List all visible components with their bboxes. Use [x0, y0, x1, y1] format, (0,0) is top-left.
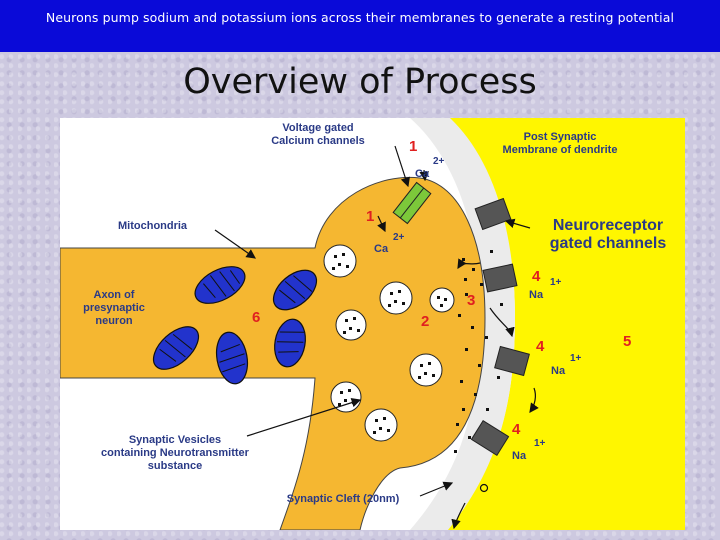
- pointer-line: [419, 169, 429, 182]
- pointer-line: [504, 218, 531, 229]
- ion-charge: 1+: [570, 353, 582, 364]
- synaptic-vesicle: [323, 244, 357, 278]
- neuroreceptor-channel: [470, 420, 510, 456]
- mitochondria-label: Mitochondria: [118, 220, 188, 232]
- pointer-line: [377, 215, 386, 233]
- vesicles-label-2: containing Neurotransmitter: [101, 447, 250, 459]
- transmitter-recycle: [479, 483, 489, 493]
- step-number: 4: [532, 268, 541, 285]
- flow-arrow: [457, 258, 481, 270]
- step-number: 2: [421, 313, 429, 330]
- calcium-channel: [392, 181, 432, 225]
- mitochondrion: [272, 269, 318, 311]
- step-number: 1: [409, 138, 417, 155]
- ion-charge: 2+: [393, 232, 405, 243]
- axon-label-2: presynaptic: [83, 302, 145, 314]
- pointer-line: [214, 229, 256, 259]
- post-synaptic-label-2: Membrane of dendrite: [503, 144, 618, 156]
- ion-label: Na: [529, 289, 544, 301]
- step-number: 4: [536, 338, 545, 355]
- slide-banner: Neurons pump sodium and potassium ions a…: [0, 0, 720, 52]
- step-number: 6: [252, 309, 260, 326]
- step-number: 1: [366, 208, 374, 225]
- ion-charge: 1+: [534, 438, 546, 449]
- neuroreceptor-label-2: gated channels: [550, 235, 667, 252]
- synaptic-cleft-label: Synaptic Cleft (20nm): [287, 493, 400, 505]
- ion-charge: 1+: [550, 277, 562, 288]
- neurotransmitter-dots: [454, 250, 503, 453]
- ion-label: Na: [551, 365, 566, 377]
- step-number: 4: [512, 421, 521, 438]
- synaptic-vesicle: [379, 281, 413, 315]
- synaptic-vesicle: [335, 309, 367, 341]
- ion-label: Na: [512, 450, 527, 462]
- synaptic-vesicle: [409, 353, 443, 387]
- vesicles-label-3: substance: [148, 460, 202, 472]
- neuroreceptor-label-1: Neuroreceptor: [553, 217, 663, 234]
- flow-arrow: [451, 502, 466, 530]
- mitochondrion: [215, 331, 249, 385]
- mitochondrion: [152, 326, 200, 370]
- voltage-gated-label-1: Voltage gated: [282, 122, 353, 134]
- neuroreceptor-channel: [494, 345, 530, 377]
- ion-label: Ca: [415, 168, 430, 180]
- pointer-line: [419, 481, 454, 497]
- banner-text: Neurons pump sodium and potassium ions a…: [45, 10, 675, 25]
- mitochondrion: [274, 318, 306, 368]
- neuroreceptor-channel: [482, 263, 518, 293]
- voltage-gated-label-2: Calcium channels: [271, 135, 365, 147]
- pointer-line: [246, 397, 362, 437]
- synaptic-vesicle: [364, 408, 398, 442]
- flow-arrow: [489, 307, 515, 338]
- step-number: 5: [623, 333, 631, 350]
- slide-title: Overview of Process: [183, 62, 537, 102]
- flow-arrow: [529, 387, 539, 413]
- pointer-line: [394, 145, 410, 188]
- ion-charge: 2+: [433, 156, 445, 167]
- axon-label-3: neuron: [95, 315, 133, 327]
- mitochondrion: [194, 266, 246, 304]
- post-synaptic-label-1: Post Synaptic: [524, 131, 597, 143]
- neuroreceptor-channel: [474, 197, 512, 231]
- pointer-lines: [214, 145, 539, 530]
- synapse-diagram: Voltage gated Calcium channels Post Syna…: [60, 118, 685, 530]
- axon-label-1: Axon of: [94, 289, 135, 301]
- ion-label: Ca: [374, 243, 389, 255]
- step-number: 3: [467, 292, 475, 309]
- vesicles-label-1: Synaptic Vesicles: [129, 434, 221, 446]
- synaptic-vesicle: [429, 287, 455, 313]
